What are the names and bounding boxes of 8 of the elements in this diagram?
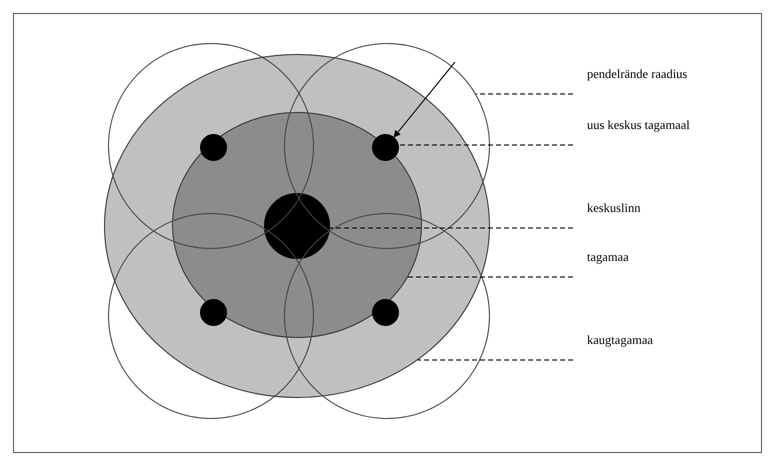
leader-line xyxy=(398,144,574,146)
zone-label: tagamaa xyxy=(587,249,629,265)
zone-label: uus keskus tagamaal xyxy=(587,117,690,133)
zone-label: kaugtagamaa xyxy=(587,332,653,348)
zone-label: pendelrände raadius xyxy=(587,66,688,82)
leader-line xyxy=(407,276,574,278)
radius-arrow xyxy=(394,62,456,138)
zone-label: keskuslinn xyxy=(587,200,640,216)
